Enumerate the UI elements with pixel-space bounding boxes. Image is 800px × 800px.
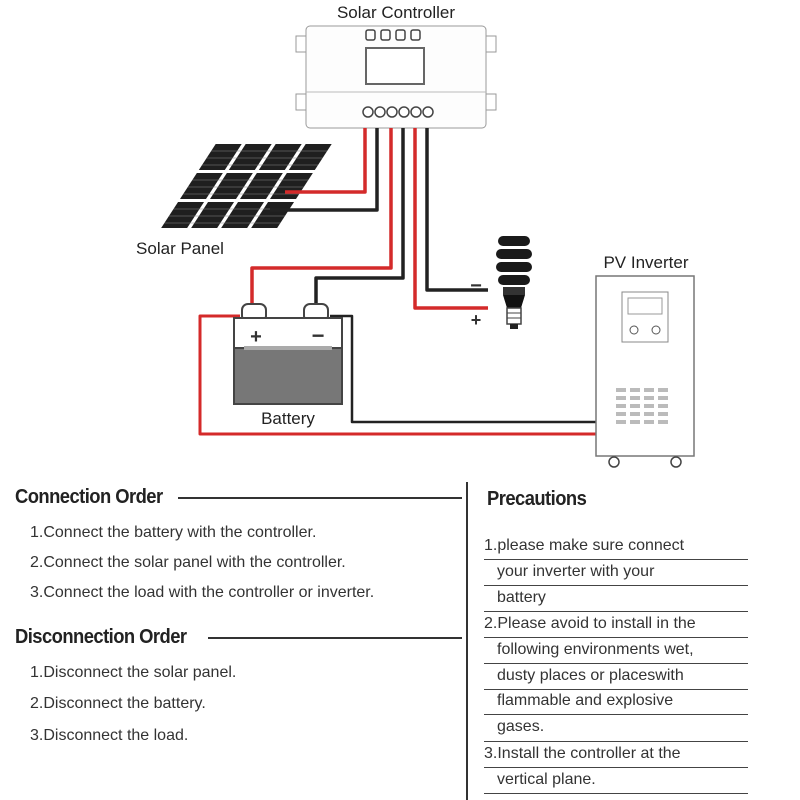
precaution-line-9: 3.Install the controller at the: [484, 745, 681, 762]
connection-order-title: Connection Order: [15, 486, 163, 508]
disconnection-order-rule: [208, 637, 462, 639]
precaution-line-6: dusty places or placeswith: [497, 667, 684, 684]
precaution-underline: [484, 663, 748, 664]
solar-panel: [155, 142, 337, 230]
pv-inverter: [595, 275, 695, 468]
precaution-line-5: following environments wet,: [497, 641, 694, 658]
precaution-underline: [484, 767, 748, 768]
precaution-underline: [484, 637, 748, 638]
wiring-diagram: Solar Controller Solar Panel: [136, 3, 695, 468]
precaution-line-8: gases.: [497, 718, 545, 735]
disconnection-step-3: 3.Disconnect the load.: [30, 727, 189, 744]
connection-order-rule: [178, 497, 462, 499]
bulb-icon: [496, 236, 532, 329]
controller-terminals: [362, 106, 434, 118]
precaution-underline: [484, 714, 748, 715]
inverter-vents: [616, 388, 668, 424]
solar-controller: [295, 25, 497, 129]
battery-label: Battery: [261, 409, 315, 428]
connection-step-1: 1.Connect the battery with the controlle…: [30, 524, 317, 541]
wires: [198, 128, 596, 436]
battery: [233, 303, 343, 405]
precautions-title: Precautions: [487, 488, 587, 510]
disconnection-order-title: Disconnection Order: [15, 626, 187, 648]
inverter-label: PV Inverter: [603, 253, 688, 272]
precaution-line-7: flammable and explosive: [497, 692, 674, 709]
column-divider: [466, 482, 468, 800]
precaution-line-10: vertical plane.: [497, 771, 596, 788]
precaution-underline: [484, 741, 748, 742]
precaution-line-1: 1.please make sure connect: [484, 537, 685, 554]
disconnection-step-1: 1.Disconnect the solar panel.: [30, 664, 237, 681]
precaution-line-3: battery: [497, 589, 546, 606]
connection-step-2: 2.Connect the solar panel with the contr…: [30, 554, 346, 571]
battery-plus-sign: +: [250, 326, 262, 348]
battery-minus-sign: −: [312, 323, 325, 348]
precaution-underline: [484, 585, 748, 586]
precaution-line-2: your inverter with your: [497, 563, 655, 580]
precaution-underline: [484, 689, 748, 690]
load-minus-sign: −: [470, 275, 482, 297]
connection-step-3: 3.Connect the load with the controller o…: [30, 584, 375, 601]
disconnection-step-2: 2.Disconnect the battery.: [30, 695, 206, 712]
controller-label: Solar Controller: [337, 3, 455, 22]
load-plus-sign: +: [471, 310, 482, 330]
panel-label: Solar Panel: [136, 239, 224, 258]
precaution-underline: [484, 793, 748, 794]
precaution-line-4: 2.Please avoid to install in the: [484, 615, 696, 632]
precaution-underline: [484, 559, 748, 560]
precaution-underline: [484, 611, 748, 612]
controller-buttons: [365, 29, 421, 41]
